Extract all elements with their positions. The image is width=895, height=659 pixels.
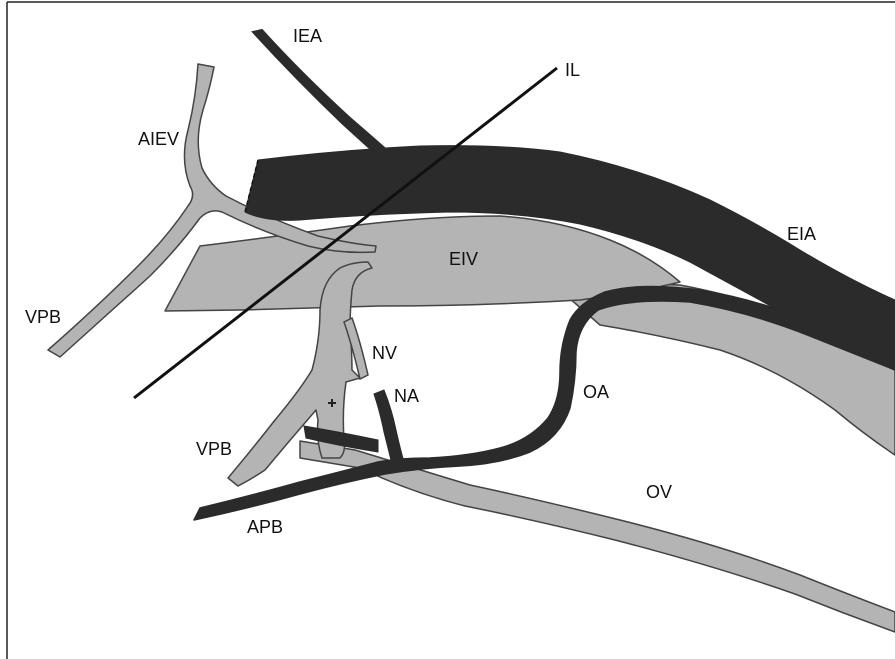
label-apb: APB [247,517,283,537]
label-vpb-left: VPB [25,307,61,327]
label-il: IL [565,60,580,80]
label-na: NA [394,386,419,406]
label-ov: OV [646,482,672,502]
label-eia: EIA [787,224,816,244]
label-iea: IEA [293,26,322,46]
label-eiv: EIV [449,249,478,269]
label-oa: OA [583,382,609,402]
label-vpb-lower: VPB [196,439,232,459]
label-nv: NV [372,343,397,363]
label-aiev: AIEV [138,129,179,149]
